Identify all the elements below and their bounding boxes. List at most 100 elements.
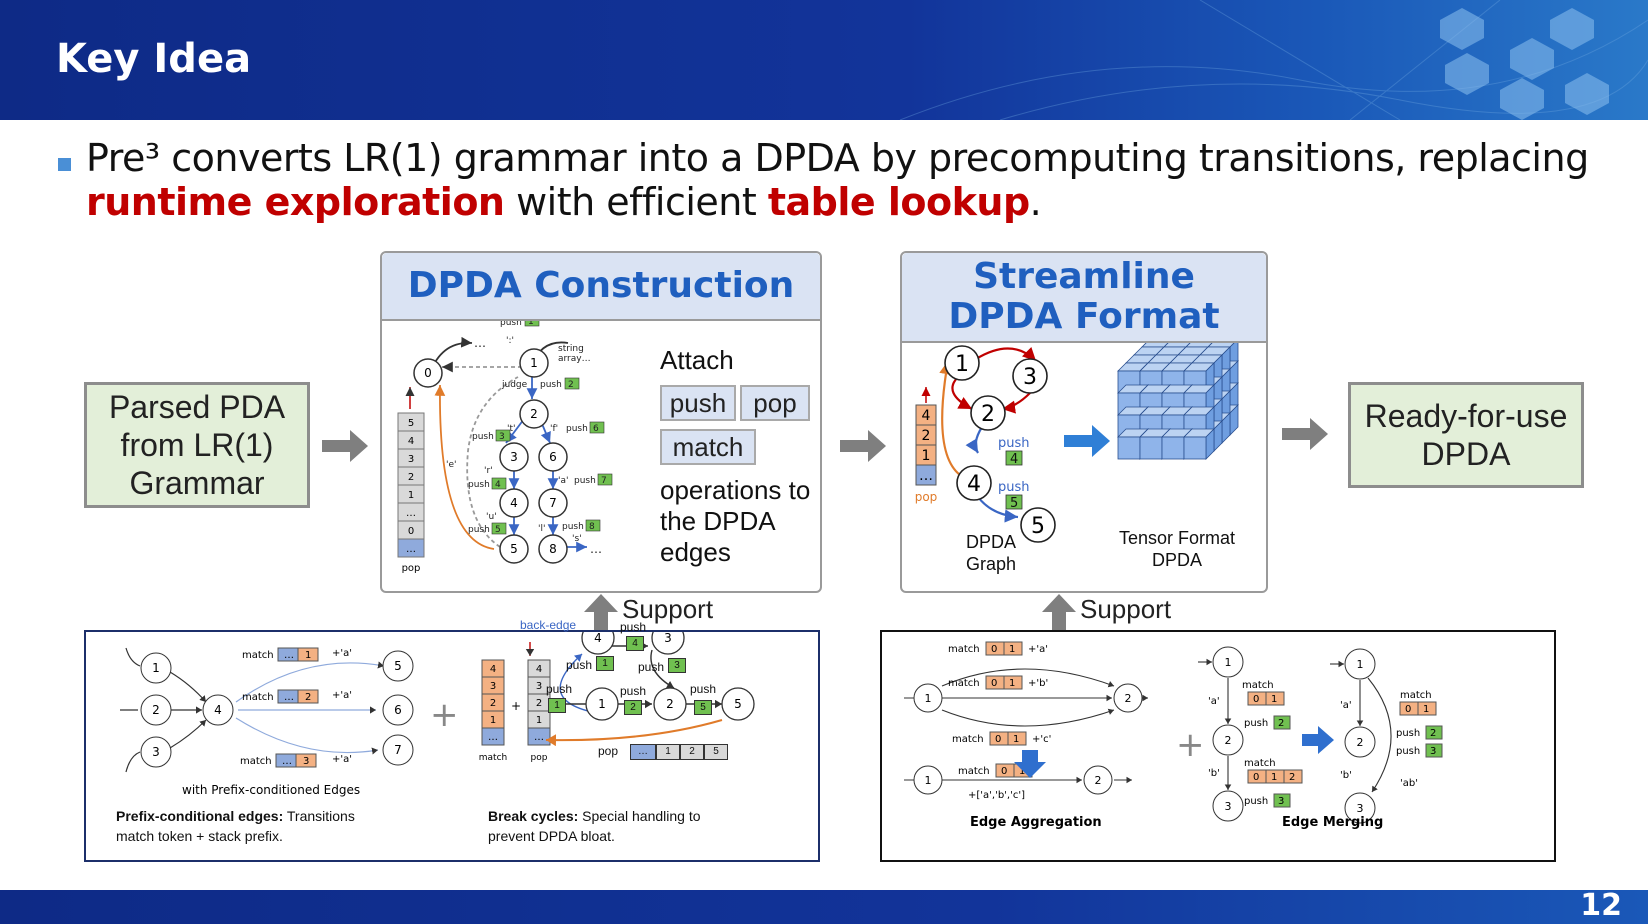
merge-node-right: 2 <box>1357 736 1364 749</box>
agg-caption: Edge Aggregation <box>970 815 1102 830</box>
merge-left-label: 'a' <box>1208 696 1220 707</box>
agg-match-label: match <box>958 766 990 777</box>
cycle-push-value: 1 <box>596 656 614 671</box>
merge-caption: Edge Merging <box>1282 815 1383 830</box>
agg-token: +'a' <box>1028 644 1048 655</box>
construction-node: 0 <box>424 366 432 380</box>
stream-stack-pop: pop <box>915 490 938 504</box>
dpda-graph-label: DPDA Graph <box>965 532 1017 574</box>
merge-right-label: 'ab' <box>1400 778 1418 789</box>
cycle-stack-a: 1 <box>490 715 496 726</box>
header-bar: Key Idea <box>0 0 1648 120</box>
cycle-desc-line2: prevent DPDA bloat. <box>488 828 615 844</box>
construction-node: 8 <box>549 542 557 556</box>
op-pop: pop <box>740 385 810 421</box>
prefix-token: +'a' <box>332 690 352 701</box>
cycle-stack-b: 3 <box>536 681 542 692</box>
cycle-push-label: push <box>690 682 717 696</box>
parsed-pda-box: Parsed PDA from LR(1) Grammar <box>84 382 310 508</box>
cycle-pop-value: 2 <box>680 744 704 760</box>
merge-node-right: 1 <box>1357 658 1364 671</box>
edge-label: push <box>500 321 522 328</box>
cycle-pop-value: 1 <box>656 744 680 760</box>
prefix-node: 6 <box>394 703 402 717</box>
plus-sign-right: + <box>1176 725 1205 765</box>
merge-push-label-right: push <box>1396 728 1420 739</box>
cycle-push-label: push <box>566 658 593 672</box>
agg-stack-val: 0 <box>991 678 997 689</box>
attach-desc-line: edges <box>660 537 731 567</box>
cycle-stack-a: 2 <box>490 698 496 709</box>
dpda-construction-title: DPDA Construction <box>382 253 820 321</box>
cycle-node: 5 <box>734 697 742 711</box>
attach-desc-line: the DPDA <box>660 506 776 536</box>
stream-node: 3 <box>1023 365 1037 390</box>
stack-cell: … <box>406 508 416 519</box>
streamline-graph: 4 2 1 … pop 1 3 2 4 5 push 4 push 5 <box>915 343 1239 543</box>
bullet-line-1: Pre³ converts LR(1) grammar into a DPDA … <box>86 136 1589 180</box>
cycle-description: Break cycles: Special handling to preven… <box>488 806 701 846</box>
cycle-stack-a: 4 <box>490 664 496 675</box>
prefix-match-label: match <box>242 650 274 661</box>
push-value: 6 <box>593 424 599 434</box>
merge-match-val-right: 0 <box>1405 704 1411 715</box>
attach-description: operations to the DPDA edges <box>660 475 810 568</box>
edge-label: ':' <box>506 336 514 346</box>
cycle-push-value: 3 <box>668 658 686 673</box>
push-value: 3 <box>499 432 505 442</box>
stream-push-value: 5 <box>1010 496 1018 511</box>
cycle-push-label: push <box>620 684 647 698</box>
agg-stack-val: 1 <box>1013 734 1019 745</box>
edge-label: push <box>468 480 490 490</box>
cycle-pop-value: 5 <box>704 744 728 760</box>
agg-token: +'b' <box>1028 678 1048 689</box>
stream-node: 2 <box>981 402 995 427</box>
prefix-match-label: match <box>242 692 274 703</box>
edge-label: array… <box>558 354 591 364</box>
edge-label: judge <box>501 380 528 390</box>
construction-stack: 5 4 3 2 1 … 0 … pop <box>397 387 425 574</box>
bullet-mid-text: with efficient <box>504 180 768 224</box>
agg-down-arrow <box>1014 750 1046 778</box>
edge-label: push <box>472 432 494 442</box>
cycle-stack-a: 3 <box>490 681 496 692</box>
edge-label: 's' <box>572 534 582 544</box>
tensor-cube-icon <box>1117 343 1239 460</box>
merge-match-val: 0 <box>1253 694 1259 705</box>
stream-push-label: push <box>998 480 1030 495</box>
stream-node: 4 <box>967 472 981 497</box>
support-label-right: Support <box>1080 594 1172 624</box>
edge-label: 'a' <box>558 476 568 486</box>
cycle-stack-b-label: pop <box>531 753 548 763</box>
cycle-stack-b: … <box>534 732 544 743</box>
cycle-stack-a: … <box>488 732 498 743</box>
emphasis-runtime-exploration: runtime exploration <box>86 180 505 224</box>
cycle-stack-a-label: match <box>479 753 507 763</box>
edge-label: string <box>558 344 584 354</box>
push-value: 4 <box>495 480 501 490</box>
merge-match-val: 0 <box>1253 772 1259 783</box>
stream-stack-cell: 2 <box>922 428 931 444</box>
push-value: 7 <box>601 476 607 486</box>
merge-node-left: 2 <box>1225 734 1232 747</box>
attach-label: Attach <box>660 345 734 375</box>
edge-label: push <box>574 476 596 486</box>
construction-node: 2 <box>530 407 538 421</box>
stack-cell: 5 <box>408 418 414 429</box>
cycle-push-label: push <box>546 682 573 696</box>
prefix-stack-top: 1 <box>305 650 311 661</box>
support-label-left: Support <box>622 594 714 624</box>
stack-cell: 2 <box>408 472 414 483</box>
dpda-construction-panel: DPDA Construction 5 4 3 2 1 … 0 … pop <box>380 251 822 593</box>
flow-arrow-3 <box>1282 418 1328 450</box>
merge-match-val-right: 1 <box>1423 704 1429 715</box>
push-value: 5 <box>495 525 501 535</box>
prefix-node: 2 <box>152 703 160 717</box>
merge-match-label: match <box>1244 758 1276 769</box>
merge-push-val: 3 <box>1278 796 1284 807</box>
agg-stack-val: 1 <box>1019 766 1025 777</box>
merge-right-arrow <box>1302 726 1334 754</box>
bullet-line-2: runtime exploration with efficient table… <box>86 180 1042 224</box>
stream-stack-cell: … <box>919 468 933 484</box>
agg-stack-val: 0 <box>991 644 997 655</box>
